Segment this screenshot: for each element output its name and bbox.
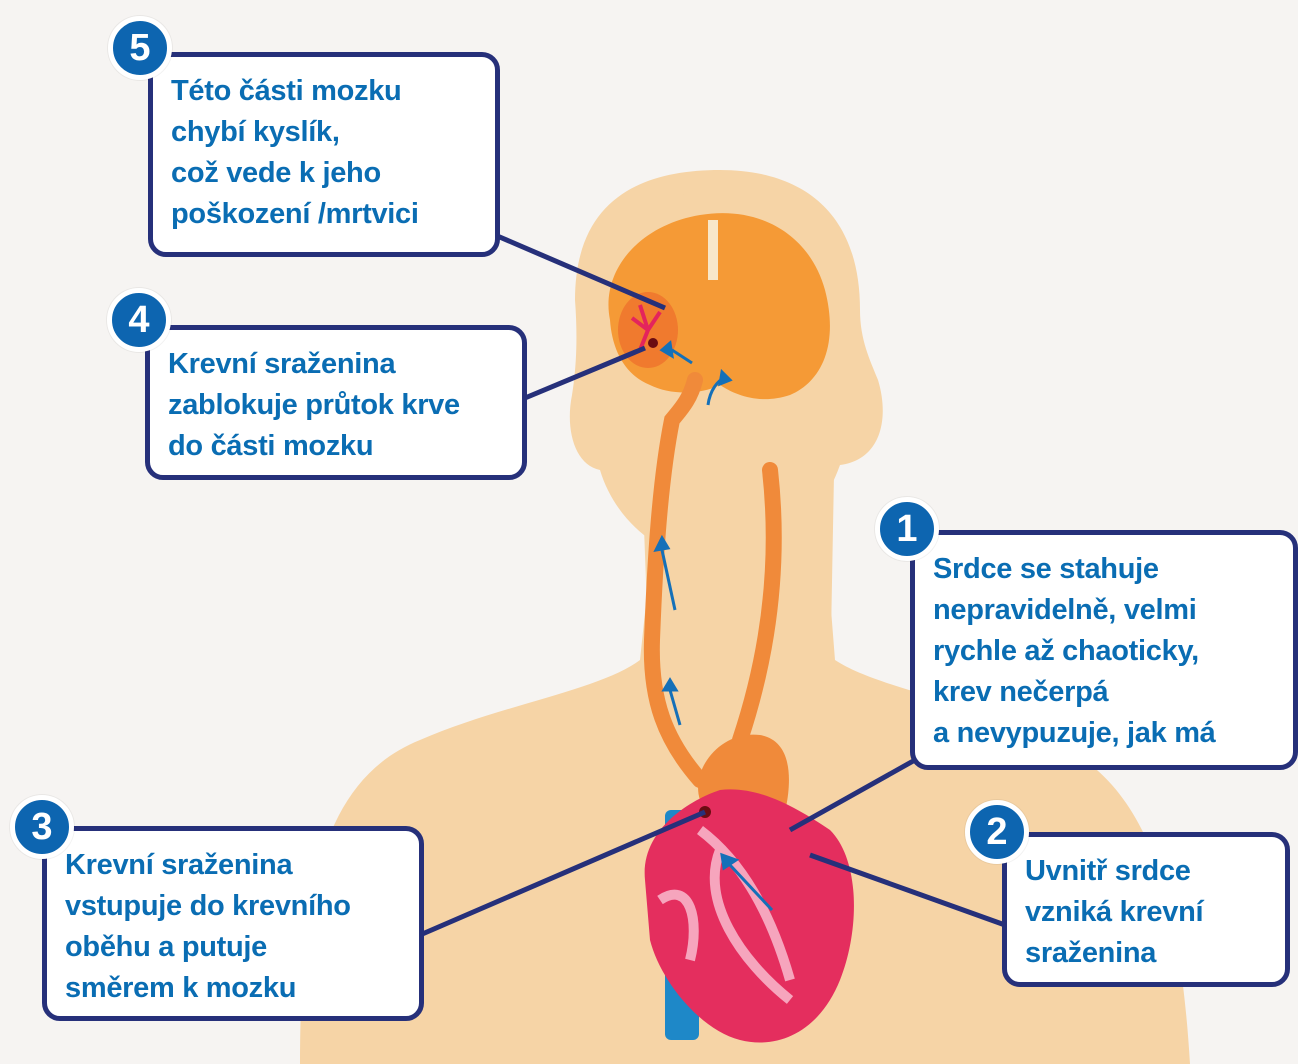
step-5-badge: 5 bbox=[108, 16, 172, 80]
callout-step-4: Krevní sraženina zablokuje průtok krve d… bbox=[145, 325, 527, 480]
step-4-text: Krevní sraženina zablokuje průtok krve d… bbox=[168, 344, 504, 467]
brain-clot bbox=[648, 338, 658, 348]
callout-step-5: Této části mozku chybí kyslík, což vede … bbox=[148, 52, 500, 257]
callout-step-1: Srdce se stahuje nepravidelně, velmi ryc… bbox=[910, 530, 1298, 770]
step-3-text: Krevní sraženina vstupuje do krevního ob… bbox=[65, 845, 401, 1009]
step-3-badge: 3 bbox=[10, 795, 74, 859]
callout-step-2: Uvnitř srdce vzniká krevní sraženina bbox=[1002, 832, 1290, 987]
step-1-badge: 1 bbox=[875, 497, 939, 561]
callout-step-3: Krevní sraženina vstupuje do krevního ob… bbox=[42, 826, 424, 1021]
step-1-text: Srdce se stahuje nepravidelně, velmi ryc… bbox=[933, 549, 1275, 754]
step-5-text: Této části mozku chybí kyslík, což vede … bbox=[171, 71, 477, 235]
step-2-text: Uvnitř srdce vzniká krevní sraženina bbox=[1025, 851, 1267, 974]
brain-fissure bbox=[708, 220, 718, 280]
step-4-badge: 4 bbox=[107, 288, 171, 352]
step-2-badge: 2 bbox=[965, 800, 1029, 864]
